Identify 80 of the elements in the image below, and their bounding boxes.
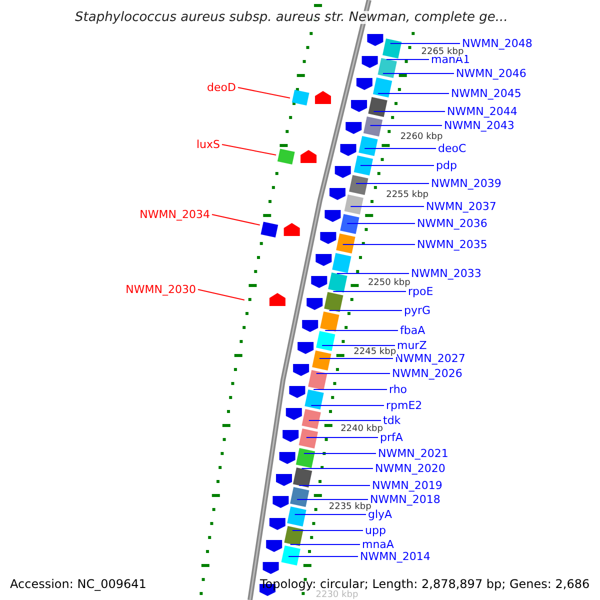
leader-line bbox=[382, 73, 454, 74]
gene-label: mnaA bbox=[362, 539, 394, 550]
gene-label: deoC bbox=[438, 143, 466, 154]
gene-label: fbaA bbox=[400, 325, 426, 336]
gene-label: NWMN_2034 bbox=[140, 209, 210, 220]
gene-label: NWMN_2045 bbox=[451, 88, 522, 99]
scale-label: 2230 kbp bbox=[314, 590, 360, 600]
leader-line bbox=[292, 530, 364, 531]
leader-line bbox=[378, 93, 450, 94]
leader-line bbox=[298, 485, 370, 486]
leader-line bbox=[350, 206, 424, 207]
leader-line bbox=[364, 148, 436, 149]
leader-line bbox=[316, 373, 390, 374]
gene-label: glyA bbox=[368, 509, 392, 520]
leader-line bbox=[370, 125, 442, 126]
scale-label: 2245 kbp bbox=[352, 348, 398, 357]
leader-line bbox=[342, 244, 416, 245]
gene-label: NWMN_2048 bbox=[462, 38, 532, 49]
gene-label: NWMN_2036 bbox=[417, 218, 488, 229]
gene-label: NWMN_2043 bbox=[444, 120, 514, 131]
gene-label: NWMN_2019 bbox=[372, 480, 442, 491]
leader-line bbox=[318, 358, 394, 359]
gene-label: upp bbox=[365, 525, 386, 536]
scale-label: 2240 kbp bbox=[340, 425, 384, 434]
gene-label: deoD bbox=[207, 82, 236, 93]
gene-label: pyrG bbox=[404, 305, 431, 316]
leader-line bbox=[238, 87, 290, 98]
gene-label: NWMN_2018 bbox=[370, 494, 440, 505]
title: Staphylococcus aureus subsp. aureus str. Newman, complete ge... bbox=[75, 11, 508, 24]
scale-label: 2235 kbp bbox=[328, 503, 372, 512]
gene-label: NWMN_2039 bbox=[431, 178, 502, 189]
leader-line bbox=[294, 514, 366, 515]
leader-line bbox=[306, 437, 378, 438]
gene-label: rho bbox=[389, 384, 408, 395]
gene-label: NWMN_2033 bbox=[411, 268, 482, 279]
leader-line bbox=[222, 144, 277, 156]
leader-line bbox=[356, 183, 430, 184]
gene-label: NWMN_2030 bbox=[126, 284, 196, 295]
gene-label: NWMN_2035 bbox=[417, 239, 488, 250]
leader-line bbox=[386, 59, 430, 60]
leader-line bbox=[328, 310, 402, 311]
gene-label: prfA bbox=[380, 432, 403, 443]
leader-line bbox=[322, 345, 396, 346]
scale-label: 2250 kbp bbox=[366, 278, 412, 288]
gene-label: NWMN_2021 bbox=[378, 448, 448, 459]
scale-label: 2260 kbp bbox=[399, 133, 444, 142]
gene-label: NWMN_2026 bbox=[392, 368, 462, 379]
gene-label: NWMN_2037 bbox=[426, 201, 496, 212]
gene-label: luxS bbox=[196, 139, 220, 150]
gene-label: rpoE bbox=[408, 286, 434, 297]
leader-line bbox=[346, 223, 416, 224]
gene-label: murZ bbox=[397, 340, 427, 351]
leader-line bbox=[310, 405, 384, 406]
leader-line bbox=[373, 111, 446, 112]
leader-line bbox=[296, 499, 368, 500]
leader-line bbox=[390, 43, 460, 44]
gene-label: NWMN_2046 bbox=[456, 68, 526, 79]
leader-line bbox=[308, 420, 382, 421]
leader-line bbox=[212, 214, 260, 226]
leader-line bbox=[198, 289, 245, 300]
leader-line bbox=[324, 330, 398, 331]
info-text: Topology: circular; Length: 2,878,897 bp; Genes: 2,686 bbox=[260, 578, 590, 590]
leader-line bbox=[301, 468, 374, 469]
leader-line bbox=[313, 389, 388, 390]
gene-label: pdp bbox=[436, 160, 457, 171]
leader-line bbox=[303, 453, 376, 454]
leader-line bbox=[288, 556, 358, 557]
scale-label: 2255 kbp bbox=[385, 191, 430, 200]
leader-line bbox=[332, 291, 406, 292]
gene-label: NWMN_2020 bbox=[375, 463, 446, 474]
info-text: Accession: NC_009641 bbox=[10, 578, 146, 590]
leader-line bbox=[336, 273, 410, 274]
gene-label: tdk bbox=[383, 415, 401, 426]
scale-label: 2265 kbp bbox=[420, 48, 465, 56]
leader-line bbox=[360, 165, 434, 166]
leader-line bbox=[290, 544, 360, 545]
gene-label: rpmE2 bbox=[386, 400, 422, 411]
gene-label: NWMN_2044 bbox=[447, 106, 518, 117]
gene-label: NWMN_2014 bbox=[360, 551, 430, 562]
gene-label: NWMN_2027 bbox=[395, 353, 466, 364]
